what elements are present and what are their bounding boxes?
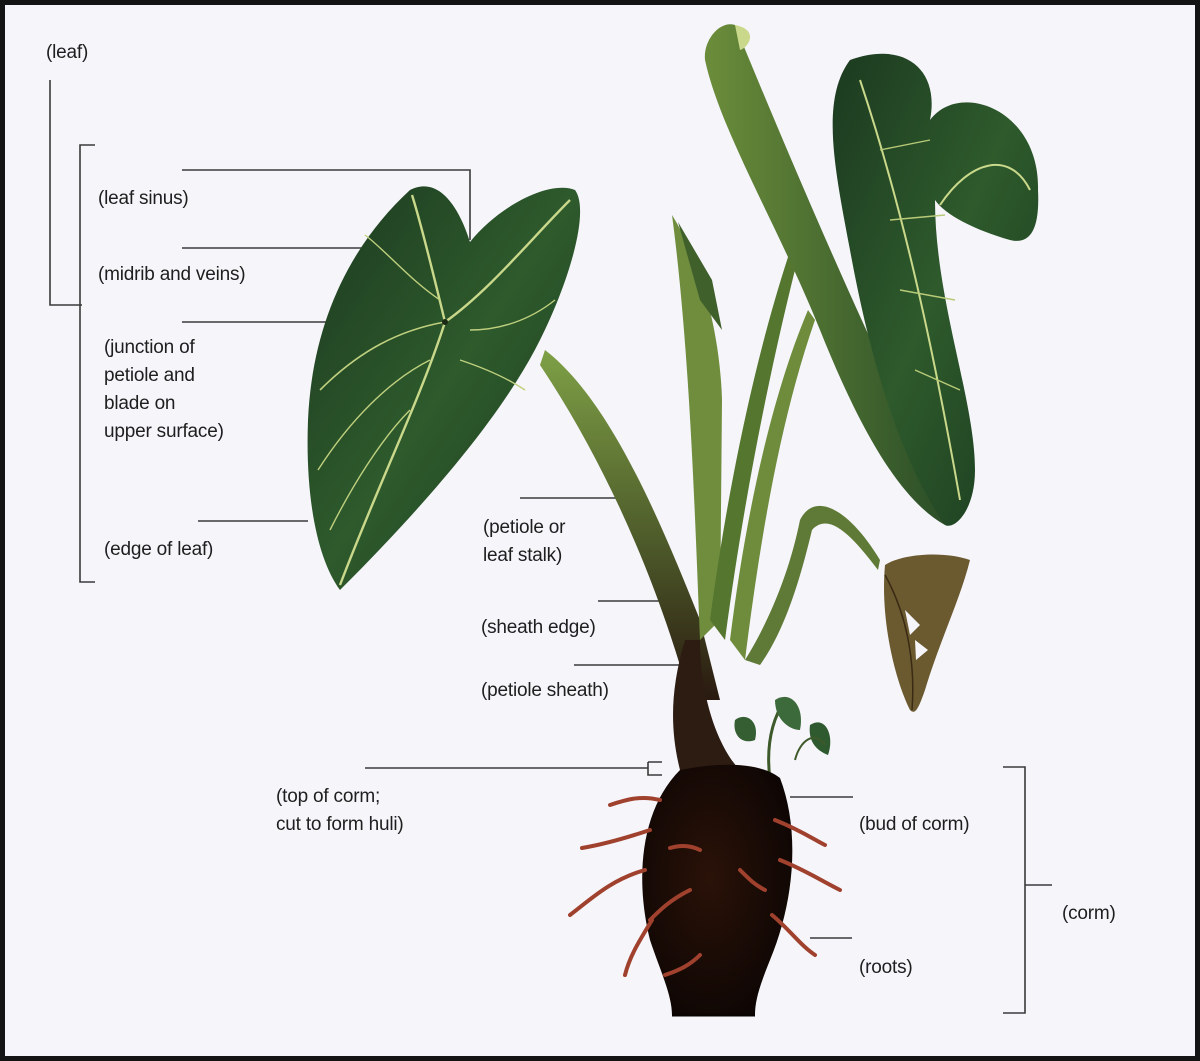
label-top-of-corm: (top of corm; cut to form huli) xyxy=(276,783,404,839)
leaf-bracket xyxy=(50,80,82,305)
label-leaf-sinus: (leaf sinus) xyxy=(98,185,189,213)
label-corm: (corm) xyxy=(1062,900,1116,928)
corm xyxy=(642,765,792,1015)
label-junction: (junction of petiole and blade on upper … xyxy=(104,334,224,446)
dead-leaf xyxy=(884,555,970,712)
top-corm-line xyxy=(365,762,662,775)
corm-bracket xyxy=(1003,767,1052,1013)
label-petiole: (petiole or leaf stalk) xyxy=(483,514,565,570)
label-sheath-edge: (sheath edge) xyxy=(481,614,596,642)
label-bud-of-corm: (bud of corm) xyxy=(859,811,969,839)
label-leaf: (leaf) xyxy=(46,39,88,67)
blade-bracket xyxy=(80,145,95,582)
label-edge-of-leaf: (edge of leaf) xyxy=(104,536,213,564)
label-midrib-and-veins: (midrib and veins) xyxy=(98,261,245,289)
label-roots: (roots) xyxy=(859,954,913,982)
label-petiole-sheath: (petiole sheath) xyxy=(481,677,609,705)
